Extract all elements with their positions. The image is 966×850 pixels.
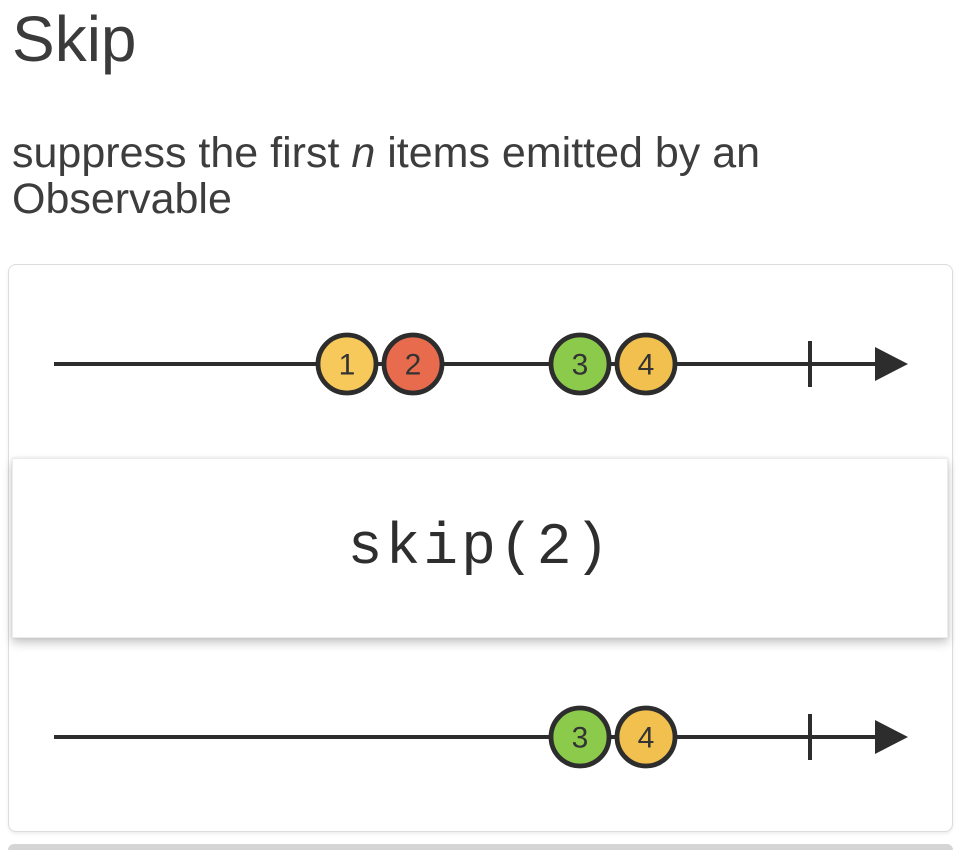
marble: 4	[614, 705, 678, 769]
description-line2: Observable	[12, 175, 232, 223]
marble-value: 1	[339, 349, 356, 382]
marble-value: 4	[638, 722, 655, 755]
page-description: suppress the first n items emitted by an…	[12, 130, 760, 222]
marble: 1	[315, 332, 379, 396]
marble-value: 2	[405, 349, 422, 382]
marble-value: 3	[572, 349, 589, 382]
next-card-top-edge	[8, 844, 953, 850]
marble-circle	[548, 705, 612, 769]
marble-value: 3	[572, 722, 589, 755]
marble: 2	[381, 332, 445, 396]
marble-circle	[548, 332, 612, 396]
marble-circle	[614, 705, 678, 769]
marble: 3	[548, 332, 612, 396]
arrow-head-icon	[875, 720, 908, 754]
description-part2: items emitted by an	[375, 129, 761, 177]
marble: 4	[614, 332, 678, 396]
operator-label: skip(2)	[347, 515, 613, 581]
arrow-head-icon	[875, 347, 908, 381]
description-emphasis-n: n	[351, 129, 376, 177]
marble-circle	[381, 332, 445, 396]
marble-circle	[614, 332, 678, 396]
page-title: Skip	[12, 3, 137, 75]
input-stream-timeline: 1 2 3 4	[54, 332, 908, 396]
operator-box: skip(2)	[12, 458, 948, 638]
description-part1: suppress the first	[12, 129, 352, 177]
marble-value: 4	[638, 349, 655, 382]
marble-circle	[315, 332, 379, 396]
marble: 3	[548, 705, 612, 769]
